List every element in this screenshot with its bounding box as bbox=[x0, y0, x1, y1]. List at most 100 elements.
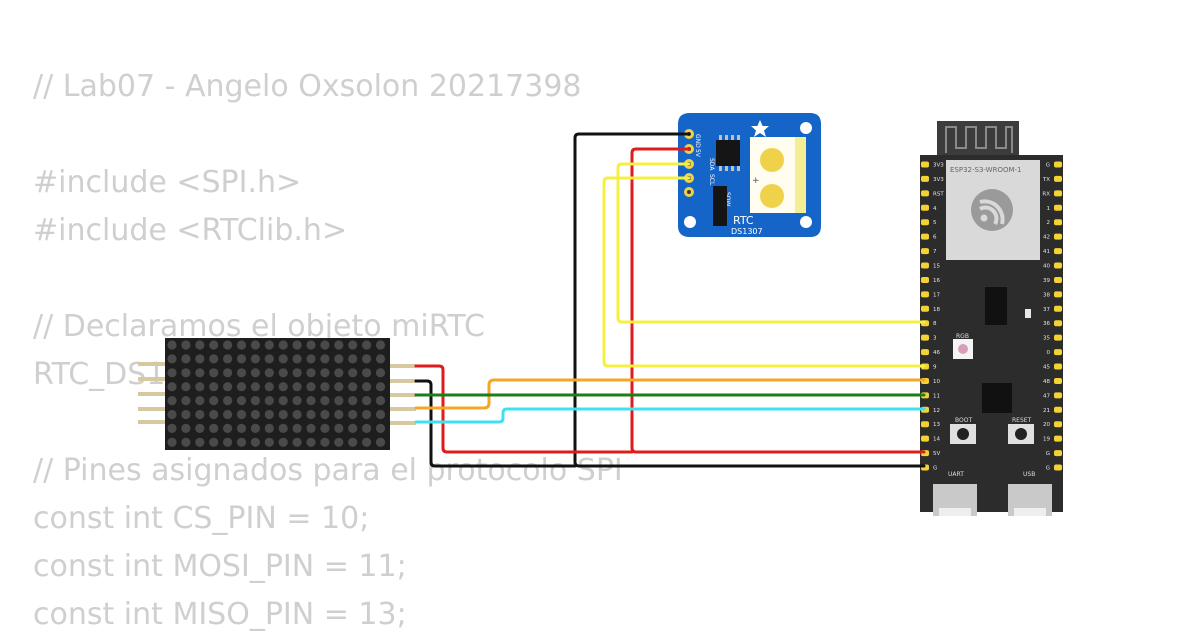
led-matrix[interactable] bbox=[138, 338, 416, 450]
esp32-pin-label: G bbox=[933, 466, 937, 472]
led-dot bbox=[181, 423, 191, 433]
wires[interactable] bbox=[414, 132, 926, 468]
led-dot bbox=[362, 437, 372, 447]
esp32-pin-label: 21 bbox=[1043, 408, 1050, 414]
esp32-pin[interactable]: 42 bbox=[1043, 233, 1062, 241]
esp32-pin-label: 39 bbox=[1043, 278, 1050, 284]
led-dot bbox=[236, 340, 247, 350]
led-dot bbox=[362, 382, 372, 392]
esp32-pin[interactable]: 46 bbox=[921, 349, 940, 356]
led-dot bbox=[292, 437, 302, 447]
led-dot bbox=[306, 437, 316, 447]
esp32-s3-devkit[interactable]: ESP32-S3-WROOM-1 RGB BOOT RESET UART USB… bbox=[920, 121, 1063, 516]
esp32-pin[interactable]: 40 bbox=[1043, 262, 1062, 270]
esp32-pin[interactable]: 13 bbox=[921, 421, 940, 428]
wire-5v-rtc[interactable] bbox=[630, 147, 926, 454]
led-dot bbox=[375, 382, 386, 392]
esp32-pin[interactable]: 3V3 bbox=[921, 161, 944, 169]
esp32-pin[interactable]: TX bbox=[1042, 175, 1062, 183]
led-dot bbox=[236, 382, 247, 392]
esp32-pin[interactable]: 3 bbox=[921, 334, 937, 342]
led-dot bbox=[250, 354, 260, 364]
led-dot bbox=[236, 437, 247, 447]
esp32-pin[interactable]: 18 bbox=[921, 305, 940, 313]
uart-usb-port[interactable] bbox=[933, 484, 977, 516]
boot-button[interactable] bbox=[950, 424, 976, 444]
led-dot bbox=[334, 409, 344, 420]
led-dot bbox=[278, 382, 288, 392]
esp32-pin[interactable]: 1 bbox=[1047, 204, 1063, 212]
esp32-pin[interactable]: RST bbox=[921, 190, 944, 197]
esp32-pin[interactable]: 6 bbox=[921, 233, 937, 241]
adafruit-logo-icon bbox=[751, 120, 769, 137]
led-dot bbox=[167, 354, 177, 364]
wire-clk[interactable] bbox=[414, 407, 926, 424]
led-dot bbox=[264, 423, 274, 433]
esp32-pin-label: 3 bbox=[933, 336, 937, 342]
esp32-pin[interactable]: 20 bbox=[1043, 421, 1062, 428]
esp32-pin[interactable]: 36 bbox=[1043, 320, 1062, 327]
usb-port[interactable] bbox=[1008, 484, 1052, 516]
code-line: // Lab07 - Angelo Oxsolon 20217398 bbox=[33, 69, 582, 104]
esp32-pin[interactable]: 16 bbox=[921, 276, 940, 284]
esp32-pin[interactable]: 5 bbox=[921, 219, 937, 226]
esp32-pin[interactable]: 38 bbox=[1043, 291, 1062, 298]
led-dot bbox=[250, 368, 260, 378]
led-dot bbox=[223, 382, 233, 392]
esp32-pin[interactable]: RX bbox=[1042, 190, 1062, 197]
led-dot bbox=[167, 340, 177, 350]
esp32-pin[interactable]: 45 bbox=[1043, 363, 1062, 371]
esp32-pin[interactable]: 4 bbox=[921, 204, 937, 212]
led-dot bbox=[236, 354, 247, 364]
led-dot bbox=[278, 340, 288, 350]
led-dot bbox=[181, 340, 191, 350]
esp32-pin[interactable]: 17 bbox=[921, 291, 940, 298]
led-dot bbox=[278, 437, 288, 447]
led-dot bbox=[375, 368, 386, 378]
led-dot bbox=[320, 354, 330, 364]
esp32-pin[interactable]: 47 bbox=[1043, 392, 1062, 399]
esp32-pin[interactable]: G bbox=[1046, 450, 1062, 457]
led-dot bbox=[320, 340, 330, 350]
rtc-crystal bbox=[713, 186, 727, 226]
led-dot bbox=[181, 396, 191, 406]
boot-button-label: BOOT bbox=[955, 417, 972, 424]
rtc-ds1307-module[interactable]: GND 5V SDA SCL SQW + RTC DS1307 bbox=[678, 113, 821, 237]
esp32-pin[interactable]: G bbox=[1046, 464, 1062, 472]
esp32-module-label: ESP32-S3-WROOM-1 bbox=[950, 166, 1021, 174]
led-dot bbox=[278, 409, 288, 420]
esp32-pin[interactable]: 2 bbox=[1047, 219, 1063, 226]
led-dot bbox=[264, 368, 274, 378]
esp32-pin[interactable]: 7 bbox=[921, 248, 937, 255]
led-dot bbox=[320, 423, 330, 433]
esp32-pin[interactable]: 35 bbox=[1043, 334, 1062, 342]
led-dot bbox=[167, 396, 177, 406]
esp32-pin[interactable]: 39 bbox=[1043, 276, 1062, 284]
esp32-pin[interactable]: 3V3 bbox=[921, 175, 944, 183]
esp32-pin[interactable]: 41 bbox=[1043, 248, 1062, 255]
reset-button[interactable] bbox=[1008, 424, 1034, 444]
led-dot bbox=[223, 354, 233, 364]
led-dot bbox=[250, 340, 260, 350]
wire-sda[interactable] bbox=[616, 162, 926, 324]
esp32-pin[interactable]: 15 bbox=[921, 262, 940, 270]
wire-gnd-rtc[interactable] bbox=[573, 132, 926, 468]
wire-scl[interactable] bbox=[602, 176, 926, 368]
esp32-pin-label: 35 bbox=[1043, 336, 1050, 342]
esp32-pin[interactable]: G bbox=[1046, 161, 1062, 169]
led-dot bbox=[223, 437, 233, 447]
esp32-pin[interactable]: 21 bbox=[1043, 406, 1062, 414]
rtc-pin-label: GND bbox=[694, 134, 701, 148]
led-dot bbox=[334, 368, 344, 378]
esp32-pin[interactable]: 14 bbox=[921, 435, 940, 443]
esp32-pin[interactable]: 48 bbox=[1043, 377, 1062, 385]
esp32-pin[interactable]: 19 bbox=[1043, 435, 1062, 443]
esp32-pin-label: 45 bbox=[1043, 365, 1050, 371]
led-dot bbox=[195, 423, 205, 433]
esp32-pin[interactable]: 0 bbox=[1047, 349, 1063, 356]
svg-text:+: + bbox=[752, 176, 760, 186]
esp32-pin[interactable]: 37 bbox=[1043, 305, 1062, 313]
esp32-pin-label: 0 bbox=[1047, 350, 1051, 356]
led-dot bbox=[375, 354, 386, 364]
